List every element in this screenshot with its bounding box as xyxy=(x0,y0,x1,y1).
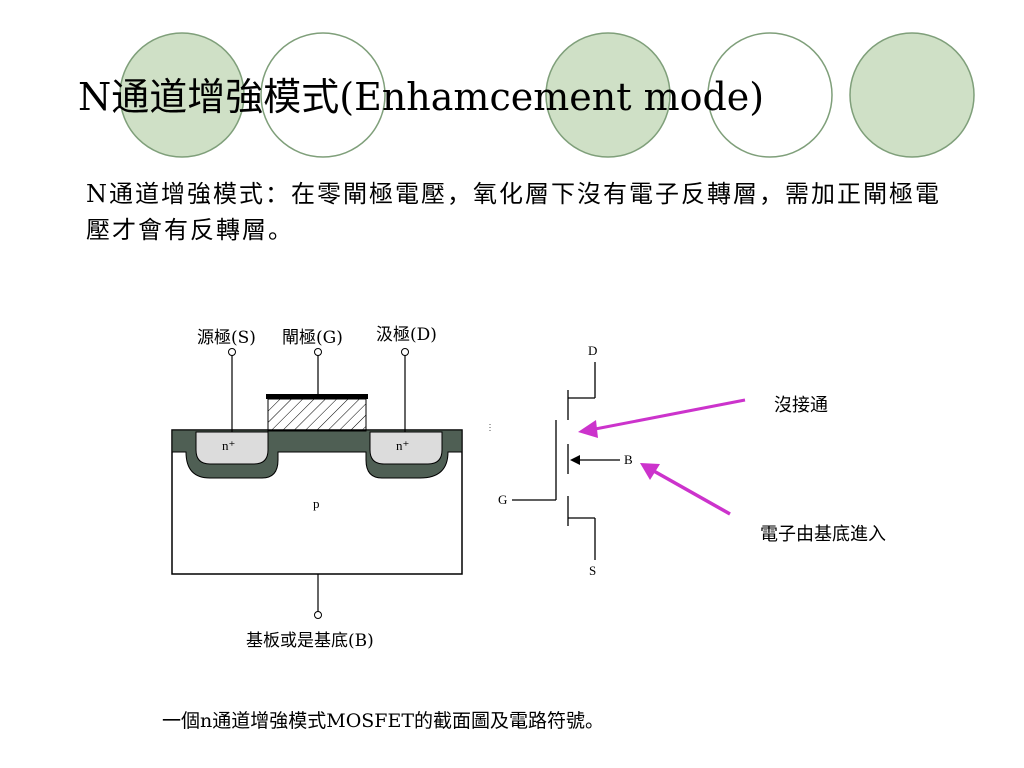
not-connected-note: 沒接通 xyxy=(774,395,828,416)
circle-3 xyxy=(545,32,671,158)
slide-title: N通道增強模式(Enhamcement mode) xyxy=(78,75,765,119)
gate-terminal xyxy=(314,348,322,356)
arrow-electrons xyxy=(651,468,731,516)
drain-n-plus-well xyxy=(369,431,443,465)
substrate-terminal xyxy=(314,611,322,619)
source-n-plus-well xyxy=(195,431,269,465)
drain-terminal xyxy=(401,348,409,356)
arrow-electrons-head xyxy=(640,463,660,480)
symbol-body-arrowhead xyxy=(570,455,580,465)
electrons-from-substrate-note: 電子由基底進入 xyxy=(760,524,886,545)
gate-polysilicon xyxy=(267,398,367,432)
slide-body-text: N通道增強模式：在零閘極電壓，氧化層下沒有電子反轉層，需加正閘極電壓才會有反轉層… xyxy=(86,180,941,244)
arrow-not-connected-head xyxy=(578,420,598,438)
source-label: 源極(S) xyxy=(197,328,256,348)
circle-1 xyxy=(119,32,245,158)
substrate-label: 基板或是基底(B) xyxy=(246,631,374,651)
n-plus-right-label: n⁺ xyxy=(396,438,410,453)
circle-2 xyxy=(260,32,386,158)
figure-caption: 一個n通道增強模式MOSFET的截面圖及電路符號。 xyxy=(162,710,605,732)
n-plus-left-label: n⁺ xyxy=(222,438,236,453)
symbol-g-label: G xyxy=(498,492,508,507)
decorative-circles xyxy=(119,32,975,158)
symbol-b-label: B xyxy=(624,452,633,467)
p-region-label: p xyxy=(313,496,320,511)
source-terminal xyxy=(228,348,236,356)
arrow-not-connected xyxy=(589,398,746,432)
circle-5 xyxy=(849,32,975,158)
gate-metal-top xyxy=(266,394,368,399)
drain-label: 汲極(D) xyxy=(376,325,437,345)
gate-label: 閘極(G) xyxy=(282,328,343,348)
symbol-d-label: D xyxy=(588,343,598,358)
symbol-s-label: S xyxy=(589,563,597,578)
mosfet-symbol xyxy=(512,362,620,560)
circle-4 xyxy=(707,32,833,158)
